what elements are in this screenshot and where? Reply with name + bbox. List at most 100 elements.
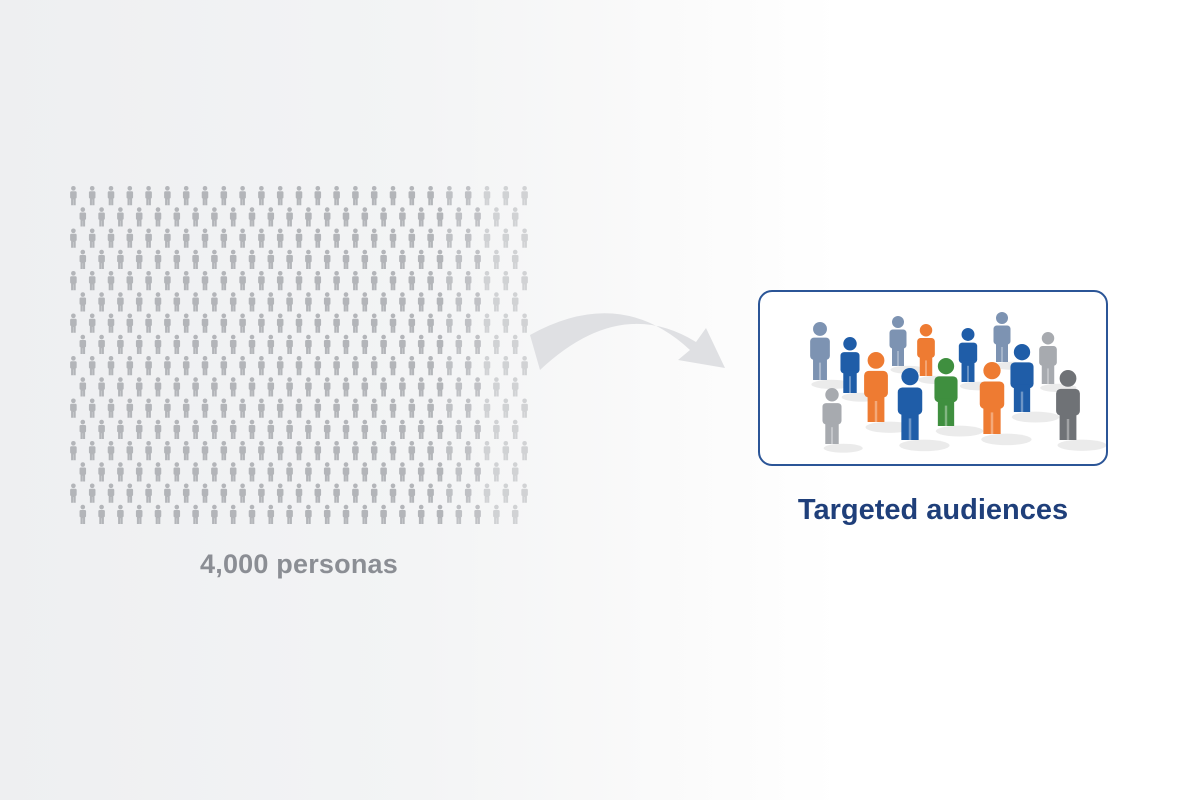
crowd-person-wrap [361, 249, 369, 269]
crowd-person-wrap [483, 483, 491, 503]
crowd-person-icon [211, 249, 218, 269]
crowd-person-wrap [79, 462, 87, 482]
crowd-person-wrap [70, 186, 77, 206]
crowd-person-wrap [323, 292, 331, 312]
crowd-person-wrap [511, 249, 519, 269]
crowd-person-wrap [295, 398, 303, 418]
crowd-person-wrap [521, 398, 528, 418]
crowd-person-icon [276, 483, 284, 503]
crowd-person-icon [380, 504, 387, 524]
crowd-person-icon [408, 441, 416, 461]
crowd-person-icon [70, 356, 77, 376]
crowd-person-icon [464, 483, 472, 503]
crowd-person-icon [201, 228, 209, 248]
crowd-person-wrap [267, 334, 275, 354]
crowd-person-icon [446, 398, 453, 418]
crowd-person-icon [399, 334, 406, 354]
crowd-person-icon [427, 186, 434, 206]
crowd-person-wrap [417, 249, 425, 269]
crowd-person-icon [333, 186, 340, 206]
crowd-person-icon [258, 398, 265, 418]
crowd-person-wrap [164, 483, 171, 503]
crowd-person-icon [135, 377, 143, 397]
crowd-person-icon [79, 334, 87, 354]
crowd-person-icon [342, 377, 350, 397]
crowd-person-wrap [229, 504, 237, 524]
crowd-person-wrap [455, 292, 463, 312]
crowd-person-icon [229, 377, 237, 397]
crowd-person-wrap [126, 483, 134, 503]
crowd-person-wrap [107, 356, 115, 376]
crowd-person-wrap [342, 419, 350, 439]
crowd-person-wrap [342, 462, 350, 482]
crowd-person-wrap [511, 334, 519, 354]
crowd-person-wrap [511, 419, 519, 439]
crowd-person-wrap [295, 483, 303, 503]
crowd-person-icon [192, 504, 199, 524]
crowd-person-icon [88, 398, 96, 418]
crowd-person-icon [342, 419, 350, 439]
crowd-person-wrap [98, 462, 105, 482]
crowd-person-icon [323, 207, 331, 227]
crowd-person-wrap [314, 483, 322, 503]
audience-person-icon [993, 312, 1030, 370]
crowd-person-icon [305, 462, 312, 482]
crowd-person-icon [126, 356, 134, 376]
crowd-person-wrap [464, 398, 472, 418]
crowd-person-wrap [239, 186, 246, 206]
crowd-person-icon [135, 462, 143, 482]
crowd-person-icon [182, 313, 190, 333]
crowd-person-icon [107, 356, 115, 376]
crowd-person-wrap [164, 356, 171, 376]
crowd-person-icon [79, 292, 87, 312]
crowd-person-wrap [305, 377, 312, 397]
crowd-person-icon [305, 249, 312, 269]
crowd-person-wrap [201, 271, 209, 291]
crowd-person-wrap [286, 207, 293, 227]
crowd-person-icon [267, 504, 275, 524]
crowd-person-wrap [229, 207, 237, 227]
crowd-person-icon [436, 292, 444, 312]
crowd-person-icon [70, 228, 77, 248]
crowd-person-wrap [117, 292, 124, 312]
crowd-person-wrap [276, 441, 284, 461]
crowd-person-icon [239, 356, 246, 376]
crowd-person-wrap [342, 334, 350, 354]
crowd-person-wrap [493, 419, 500, 439]
crowd-person-icon [117, 292, 124, 312]
crowd-person-wrap [239, 398, 246, 418]
crowd-person-wrap [323, 504, 331, 524]
crowd-person-icon [164, 271, 171, 291]
crowd-person-icon [389, 271, 397, 291]
crowd-person-icon [305, 419, 312, 439]
crowd-person-icon [276, 271, 284, 291]
crowd-person-icon [267, 292, 275, 312]
crowd-person-wrap [211, 419, 218, 439]
crowd-person-icon [88, 186, 96, 206]
crowd-person-wrap [361, 504, 369, 524]
crowd-person-icon [493, 207, 500, 227]
crowd-person-wrap [314, 356, 322, 376]
crowd-person-icon [389, 483, 397, 503]
crowd-person-icon [474, 249, 481, 269]
crowd-person-icon [521, 441, 528, 461]
audience-person-icon [897, 368, 950, 452]
crowd-person-icon [323, 334, 331, 354]
crowd-person-icon [295, 398, 303, 418]
crowd-person-wrap [173, 249, 181, 269]
crowd-person-icon [239, 441, 246, 461]
crowd-person-wrap [70, 398, 77, 418]
crowd-person-wrap [464, 228, 472, 248]
crowd-person-wrap [502, 228, 510, 248]
crowd-person-wrap [352, 313, 359, 333]
crowd-person-wrap [182, 228, 190, 248]
crowd-person-wrap [258, 398, 265, 418]
crowd-person-icon [98, 462, 105, 482]
crowd-person-wrap [446, 356, 453, 376]
crowd-person-wrap [427, 398, 434, 418]
crowd-person-icon [107, 313, 115, 333]
crowd-person-wrap [342, 377, 350, 397]
crowd-person-icon [88, 313, 96, 333]
crowd-person-wrap [455, 334, 463, 354]
crowd-person-wrap [333, 271, 340, 291]
